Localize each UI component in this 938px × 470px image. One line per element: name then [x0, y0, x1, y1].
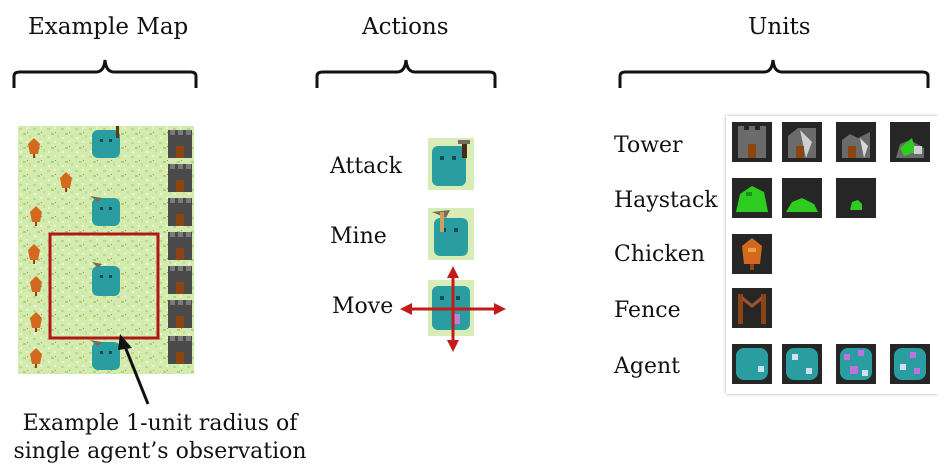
unit-label-tower: Tower — [614, 133, 683, 158]
unit-label-chicken: Chicken — [614, 242, 705, 267]
units-panel — [726, 116, 938, 394]
actions-brace — [315, 59, 497, 88]
agent-icon-damaged-3 — [890, 344, 930, 384]
agent-icon-damaged-1 — [782, 344, 822, 384]
haystack-icon-medium — [782, 178, 822, 218]
example-map-heading: Example Map — [28, 14, 189, 40]
observation-caption: Example 1-unit radius of single agent’s … — [10, 410, 310, 466]
haystack-icon-small — [836, 178, 876, 218]
attack-icon — [428, 138, 474, 190]
units-brace — [618, 59, 930, 88]
tower-icon-damaged-1 — [782, 122, 822, 162]
actions-heading: Actions — [362, 14, 449, 40]
agent-icon-damaged-2 — [836, 344, 876, 384]
example-map-brace — [12, 59, 198, 88]
unit-label-fence: Fence — [614, 298, 681, 323]
caption-pointer-arrow — [118, 334, 150, 405]
unit-label-agent: Agent — [614, 354, 680, 379]
move-direction-arrows — [400, 266, 506, 352]
chicken-icon — [732, 234, 772, 274]
caption-line-1: Example 1-unit radius of — [22, 411, 298, 436]
action-label-move: Move — [332, 294, 394, 319]
haystack-icon-large — [732, 178, 772, 218]
units-heading: Units — [748, 14, 811, 40]
fence-icon — [732, 288, 772, 328]
action-label-attack: Attack — [330, 154, 402, 179]
tower-icon-ruined — [890, 122, 930, 162]
mine-icon — [428, 208, 474, 260]
caption-line-2: single agent’s observation — [13, 439, 307, 464]
tower-icon-full — [732, 122, 772, 162]
unit-label-haystack: Haystack — [614, 188, 718, 213]
example-map — [18, 126, 194, 374]
tower-icon-damaged-2 — [836, 122, 876, 162]
action-label-mine: Mine — [330, 224, 387, 249]
map-agents — [90, 126, 120, 370]
agent-icon-full — [732, 344, 772, 384]
observation-radius-frame — [48, 232, 160, 340]
tower-column — [168, 130, 192, 364]
chickens — [28, 138, 72, 368]
